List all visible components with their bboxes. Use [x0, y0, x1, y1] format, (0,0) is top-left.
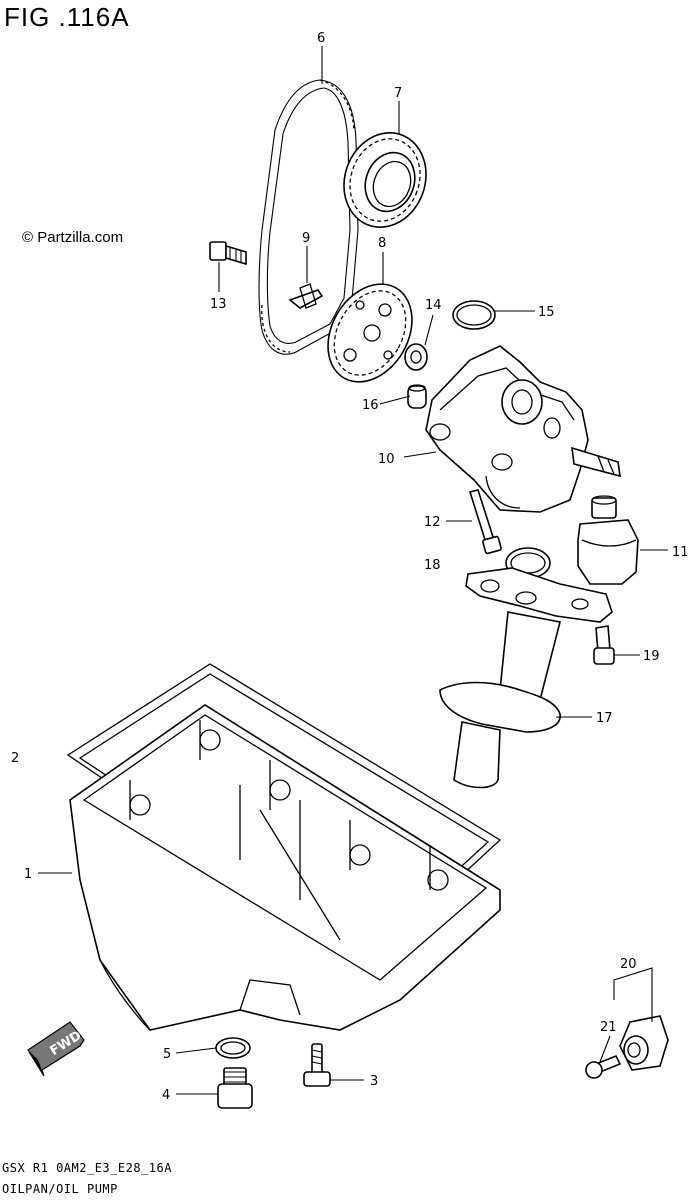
callout-11: 11 [672, 545, 689, 560]
sprocket-pin[interactable] [288, 283, 324, 309]
callout-labels: 1 2 3 4 5 6 7 8 9 10 11 12 13 14 15 16 1… [11, 31, 689, 1103]
footer-name: OILPAN/OIL PUMP [2, 1182, 118, 1196]
callout-2: 2 [11, 751, 19, 766]
figure-title: FIG .116A [4, 2, 130, 32]
oil-strainer[interactable] [439, 567, 613, 789]
copyright-text: © Partzilla.com [22, 229, 124, 246]
oil-pan-bolt[interactable] [303, 1043, 331, 1087]
o-ring-upper[interactable] [452, 300, 496, 330]
callout-17: 17 [596, 711, 613, 726]
oil-pump-assembly[interactable] [425, 345, 621, 513]
callout-10: 10 [378, 452, 395, 467]
callout-7: 7 [394, 86, 402, 101]
callout-20: 20 [620, 957, 637, 972]
washer[interactable] [404, 343, 428, 371]
callout-14: 14 [425, 298, 442, 313]
switch-screw[interactable] [585, 1054, 622, 1079]
oil-pump-drive-sprocket[interactable] [331, 121, 439, 239]
callout-1: 1 [24, 867, 32, 882]
drain-plug-gasket[interactable] [215, 1037, 251, 1059]
callout-15: 15 [538, 305, 555, 320]
cam-chain[interactable] [258, 79, 359, 355]
callout-19: 19 [643, 649, 660, 664]
callout-12: 12 [424, 515, 441, 530]
forward-arrow: FWD [27, 1021, 85, 1077]
strainer-bolt[interactable] [593, 625, 615, 665]
callout-9: 9 [302, 231, 310, 246]
callout-4: 4 [162, 1088, 170, 1103]
dowel-pin[interactable] [407, 384, 427, 409]
callout-8: 8 [378, 236, 386, 251]
pump-mounting-bolt[interactable] [468, 489, 502, 555]
callout-13: 13 [210, 297, 227, 312]
oil-pan[interactable] [69, 704, 501, 1031]
relief-valve[interactable] [577, 495, 639, 585]
callout-5: 5 [163, 1047, 171, 1062]
footer-code: GSX R1 0AM2_E3_E28_16A [2, 1161, 172, 1175]
oil-pump-driven-sprocket[interactable] [311, 269, 429, 397]
sprocket-bolt[interactable] [209, 241, 247, 266]
callout-16: 16 [362, 398, 379, 413]
drain-plug[interactable] [217, 1067, 253, 1109]
callout-18: 18 [424, 558, 441, 573]
callout-3: 3 [370, 1074, 378, 1089]
leader-lines [38, 46, 668, 1095]
callout-6: 6 [317, 31, 325, 46]
oil-pressure-switch[interactable] [619, 1015, 669, 1071]
callout-21: 21 [600, 1020, 617, 1035]
